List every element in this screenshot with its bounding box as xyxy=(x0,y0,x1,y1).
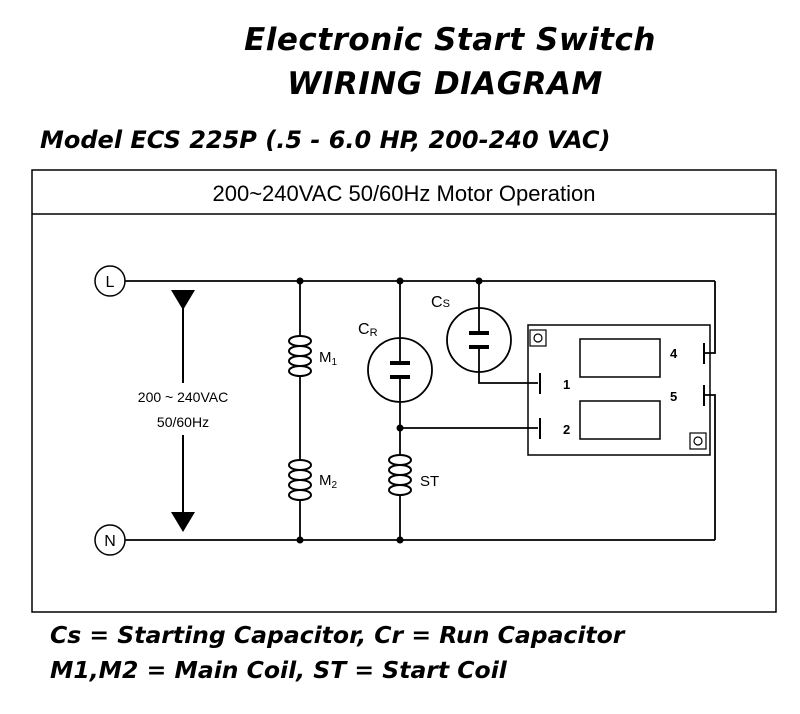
capacitor-cr-label: CR xyxy=(358,321,378,339)
voltage-label-2: 50/60Hz xyxy=(157,414,209,430)
switch-pin-2: 2 xyxy=(563,422,570,437)
capacitor-cr xyxy=(367,337,433,403)
terminal-l-label: L xyxy=(106,274,115,291)
coil-m1 xyxy=(288,335,312,377)
coil-st xyxy=(388,454,412,496)
start-switch-module xyxy=(527,324,711,456)
title-line-2: WIRING DIAGRAM xyxy=(287,66,603,102)
terminal-l: L xyxy=(94,265,126,297)
switch-pin-5: 5 xyxy=(670,389,677,404)
model-subtitle: Model ECS 225P (.5 - 6.0 HP, 200-240 VAC… xyxy=(40,126,611,154)
terminal-n-label: N xyxy=(104,533,116,550)
title-line-1: Electronic Start Switch xyxy=(244,22,656,58)
legend-line-1: Cs = Starting Capacitor, Cr = Run Capaci… xyxy=(50,621,625,649)
capacitor-cs-label: CS xyxy=(431,294,450,311)
wires xyxy=(125,280,716,541)
voltage-label-1: 200 ~ 240VAC xyxy=(138,389,228,405)
junction-dots xyxy=(296,277,483,544)
coil-m2-label: M2 xyxy=(319,472,338,491)
switch-pin-1: 1 xyxy=(563,377,570,392)
capacitor-cs xyxy=(446,307,512,373)
box-header: 200~240VAC 50/60Hz Motor Operation xyxy=(213,181,596,206)
coil-m1-label: M1 xyxy=(319,349,338,368)
diagram-frame xyxy=(31,169,777,613)
terminal-n: N xyxy=(94,524,126,556)
coil-m2 xyxy=(288,459,312,501)
legend-line-2: M1,M2 = Main Coil, ST = Start Coil xyxy=(50,656,507,684)
switch-pin-4: 4 xyxy=(670,346,678,361)
coil-st-label: ST xyxy=(420,473,439,490)
